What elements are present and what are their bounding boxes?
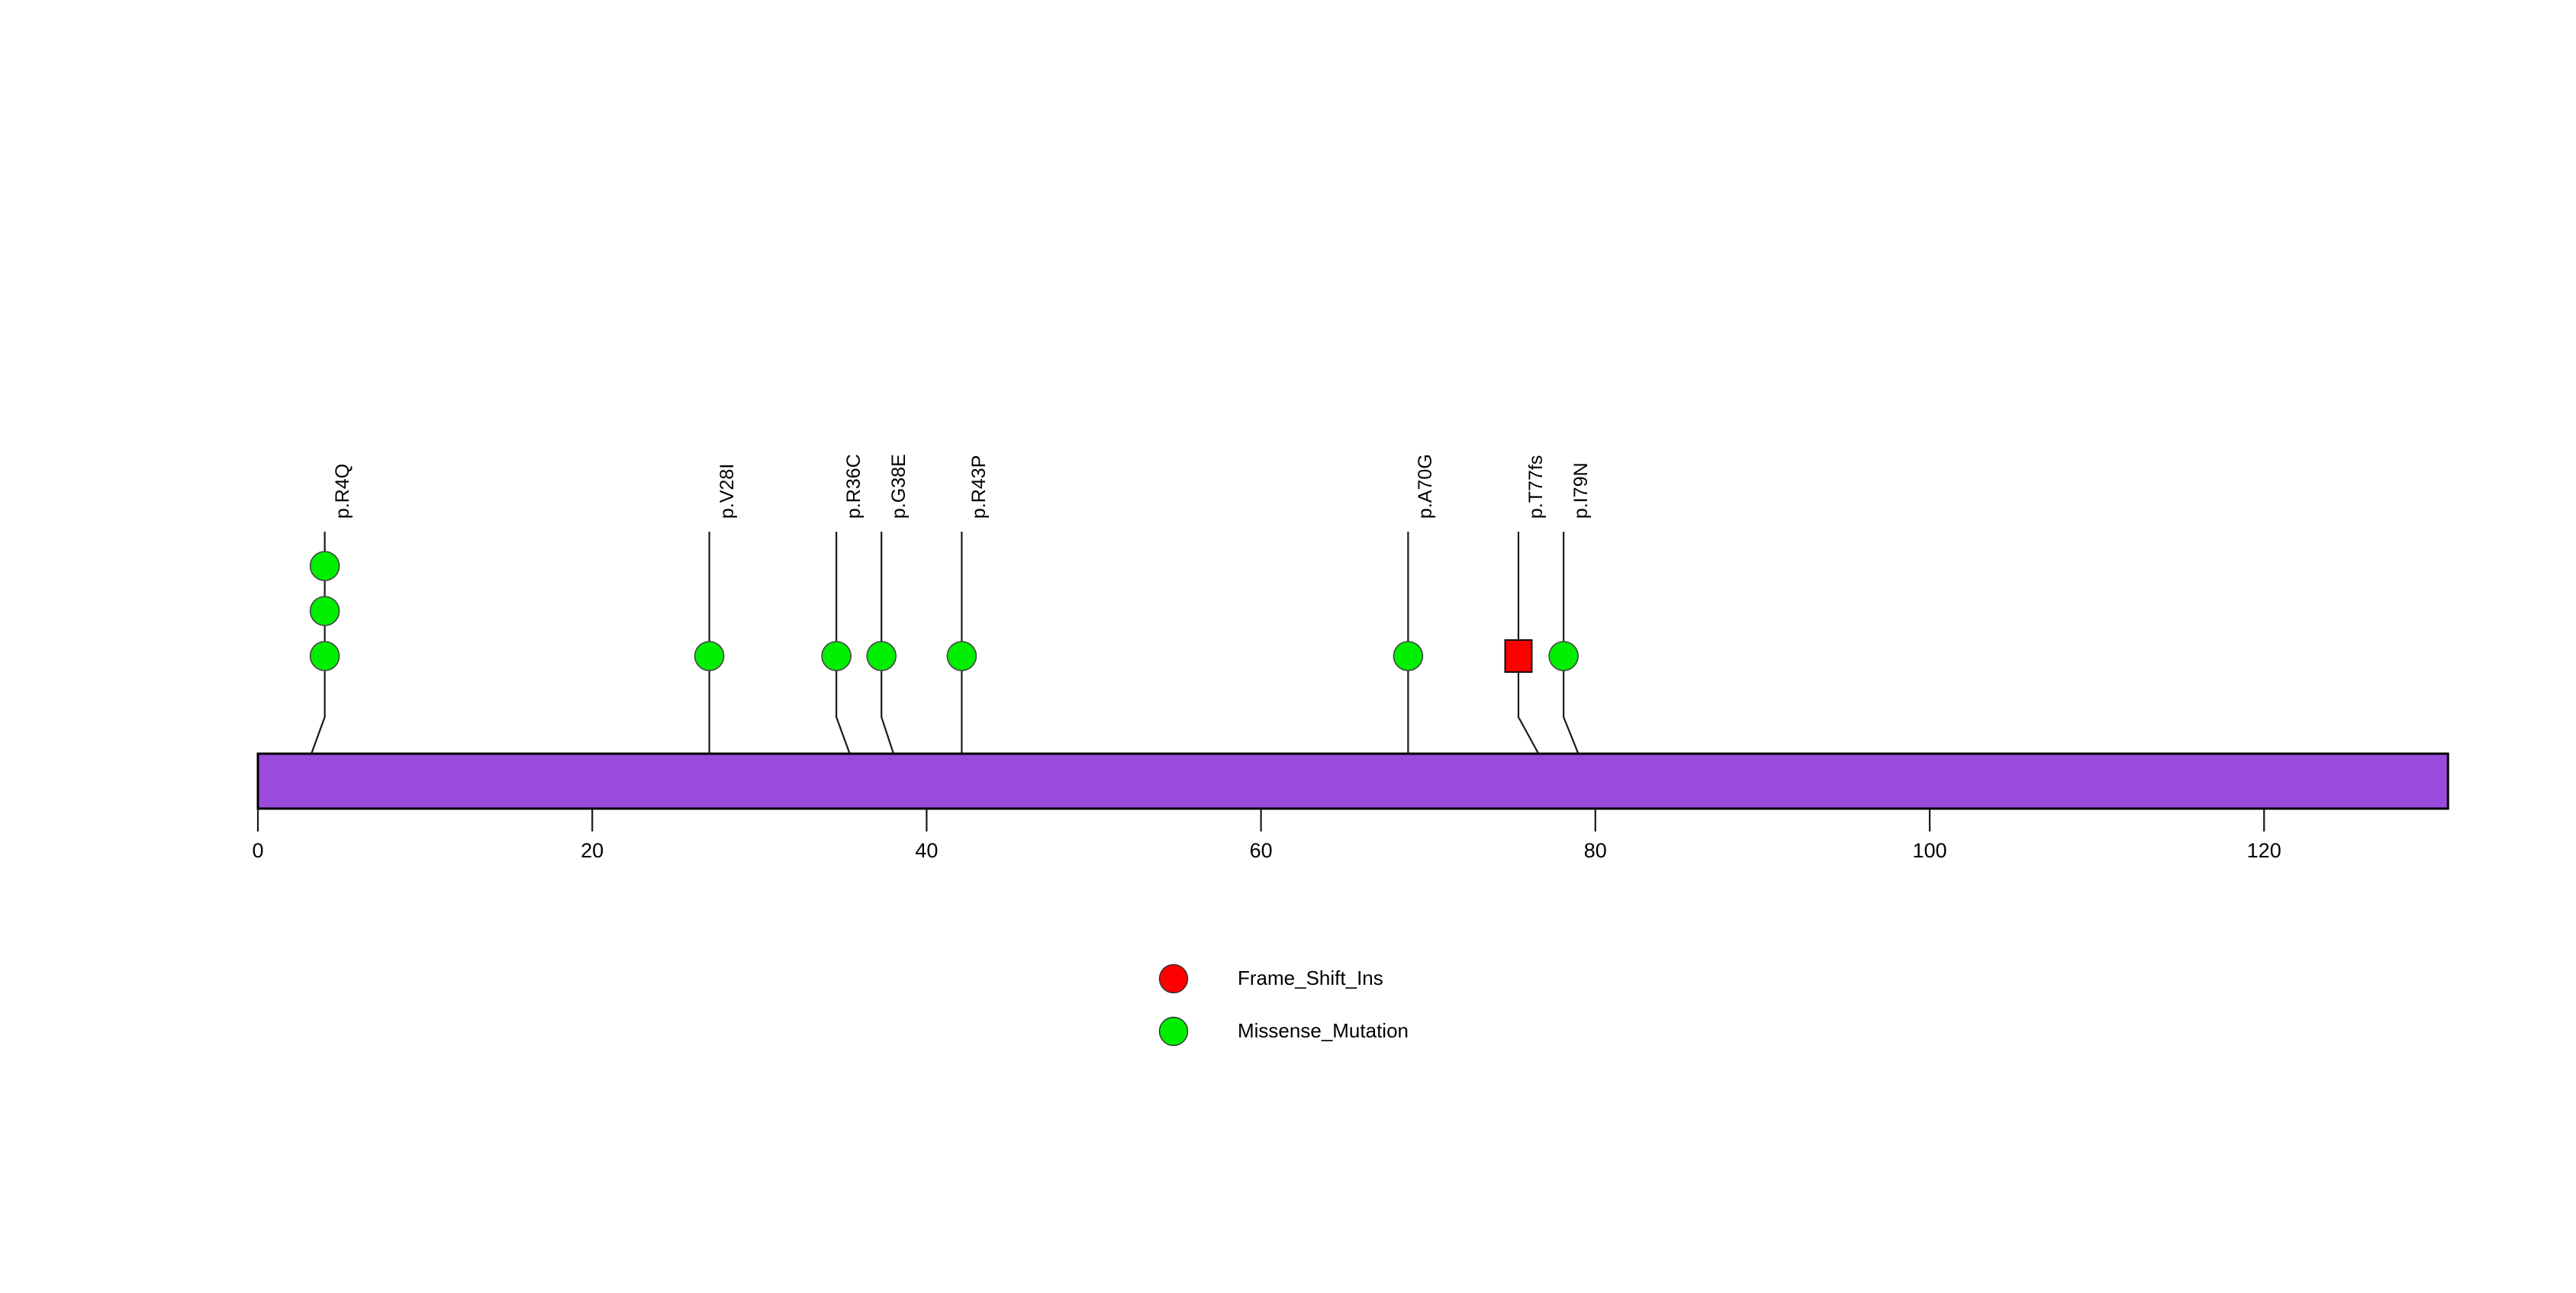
- marker-group: [309, 551, 1579, 673]
- mutation-marker-circle[interactable]: [309, 641, 340, 671]
- x-axis-tick-label: 100: [1912, 839, 1947, 862]
- mutation-marker-square[interactable]: [1504, 639, 1533, 673]
- mutation-marker-circle[interactable]: [1548, 641, 1579, 671]
- mutation-marker-circle[interactable]: [309, 596, 340, 626]
- mutation-label[interactable]: p.R36C: [843, 454, 865, 519]
- mutation-label[interactable]: p.V28I: [716, 463, 738, 519]
- x-axis-tick-label: 40: [915, 839, 939, 862]
- mutation-marker-circle[interactable]: [694, 641, 725, 671]
- mutation-marker-circle[interactable]: [866, 641, 897, 671]
- legend-swatch[interactable]: [1158, 963, 1189, 994]
- mutation-marker-circle[interactable]: [946, 641, 977, 671]
- mutation-marker-circle[interactable]: [1393, 641, 1424, 671]
- legend-markers: [1158, 963, 1189, 1047]
- mutation-label[interactable]: p.G38E: [888, 454, 910, 519]
- legend-label: Frame_Shift_Ins: [1238, 967, 1383, 989]
- x-axis: [256, 809, 2265, 831]
- mutation-label[interactable]: p.R43P: [968, 455, 990, 519]
- mutation-marker-circle[interactable]: [821, 641, 852, 671]
- legend-label: Missense_Mutation: [1238, 1019, 1409, 1042]
- x-axis-tick-label: 80: [1583, 839, 1607, 862]
- mutation-label[interactable]: p.A70G: [1415, 454, 1437, 519]
- x-axis-tick-label: 120: [2246, 839, 2281, 862]
- x-axis-tick-label: 60: [1249, 839, 1273, 862]
- mutation-label[interactable]: p.I79N: [1570, 462, 1592, 519]
- legend-swatch[interactable]: [1158, 1016, 1189, 1047]
- protein-backbone-bar: [256, 752, 2449, 810]
- x-axis-tick-label: 20: [581, 839, 604, 862]
- x-axis-tick-label: 0: [252, 839, 264, 862]
- mutation-label[interactable]: p.T77fs: [1525, 455, 1547, 519]
- mutation-marker-circle[interactable]: [309, 551, 340, 581]
- mutation-label[interactable]: p.R4Q: [331, 463, 353, 519]
